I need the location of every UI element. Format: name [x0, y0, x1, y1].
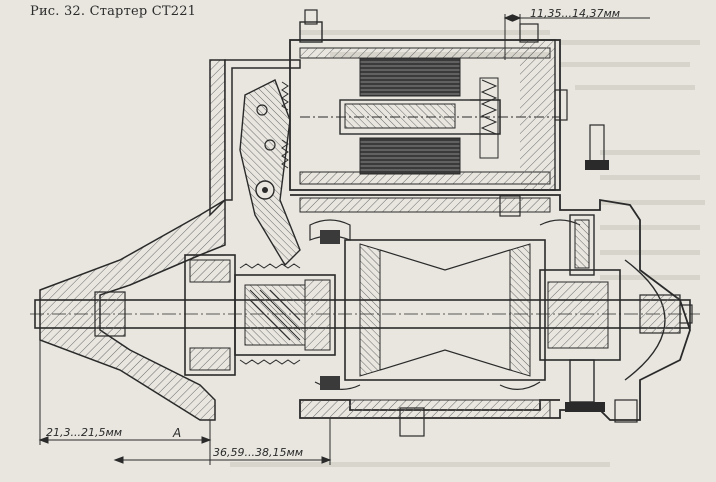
shift-lever — [239, 79, 301, 267]
stator-housing — [290, 194, 691, 437]
dimension-top-gap: 11,35...14,37мм — [530, 7, 621, 20]
dimension-left-length: 21,3...21,5мм — [46, 426, 123, 439]
solenoid-relay — [289, 9, 609, 217]
commutator-end — [539, 214, 666, 423]
armature-shaft — [30, 291, 700, 337]
dimension-label-a: А — [173, 426, 182, 440]
figure-caption: Рис. 32. Стартер СТ221 — [30, 4, 197, 19]
dimension-lines — [38, 14, 650, 465]
dimension-bottom-length: 36,59...38,15мм — [213, 446, 304, 459]
drive-pinion-clutch — [184, 254, 336, 376]
drive-end-housing — [39, 59, 301, 421]
armature — [309, 219, 581, 390]
